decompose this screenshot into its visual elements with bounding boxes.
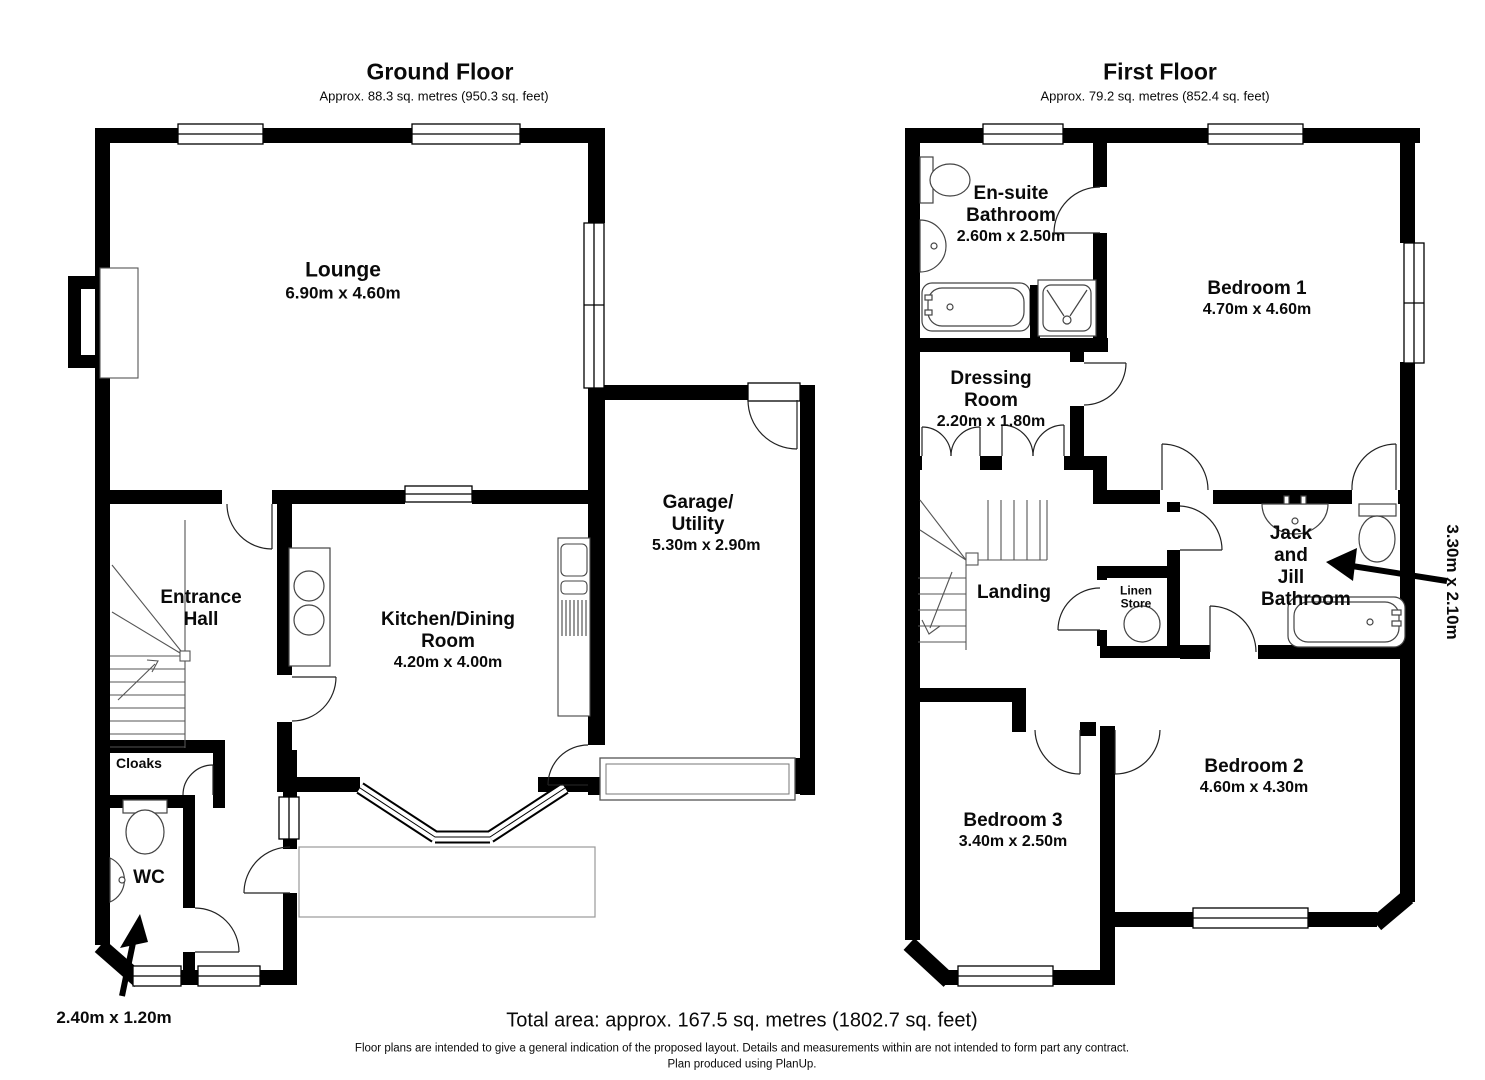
room-label-linen-store: Linen Store: [1120, 583, 1152, 610]
room-label-landing: Landing: [977, 581, 1051, 603]
room-label-bedroom2: Bedroom 2 4.60m x 4.30m: [1199, 756, 1309, 797]
first-floor-plan: [903, 123, 1448, 987]
fireplace: [99, 267, 139, 379]
bath-icon-jackjill: [1287, 596, 1406, 648]
first-floor-windows: [957, 123, 1425, 987]
bay-window: [356, 782, 569, 844]
credit-text: Plan produced using PlanUp.: [667, 1058, 817, 1071]
hob-icon: [288, 547, 331, 667]
porch-outline: [298, 846, 596, 918]
room-label-cloaks: Cloaks: [116, 754, 162, 771]
room-label-entrance-hall: Entrance Hall: [160, 586, 242, 630]
first-floor-title: First Floor: [1103, 58, 1217, 85]
wall-stub: [1030, 285, 1040, 338]
toilet-icon-jackjill: [1358, 503, 1397, 563]
stairs-first: [918, 499, 1048, 650]
ground-floor-walls: [68, 128, 815, 988]
wc-dimensions-callout: 2.40m x 1.20m: [56, 1008, 172, 1028]
ground-floor-subtitle: Approx. 88.3 sq. metres (950.3 sq. feet): [319, 88, 549, 104]
disclaimer-text: Floor plans are intended to give a gener…: [354, 1042, 1130, 1055]
basin-icon-jackjill: [1261, 495, 1329, 535]
room-label-jack-jill: Jack and Jill Bathroom: [1261, 522, 1351, 611]
room-label-kitchen-dining: Kitchen/Dining Room 4.20m x 4.00m: [380, 609, 516, 672]
first-floor-subtitle: Approx. 79.2 sq. metres (852.4 sq. feet): [1040, 88, 1270, 104]
room-label-lounge: Lounge 6.90m x 4.60m: [285, 258, 401, 303]
tank-icon-linen: [1123, 605, 1161, 643]
total-area-text: Total area: approx. 167.5 sq. metres (18…: [506, 1009, 978, 1032]
ground-floor-windows: [132, 123, 801, 987]
ground-floor-plan: [68, 123, 815, 997]
room-label-bedroom3: Bedroom 3 3.40m x 2.50m: [958, 810, 1068, 851]
room-label-garage-utility: Garage/ Utility 5.30m x 2.90m: [652, 492, 761, 555]
first-floor-doors: [921, 186, 1397, 775]
wc-dimension-arrow: [119, 914, 148, 997]
room-label-ensuite: En-suite Bathroom 2.60m x 2.50m: [956, 183, 1066, 246]
stairs-ground: [110, 520, 191, 748]
shower-icon: [1037, 279, 1097, 337]
room-label-bedroom1: Bedroom 1 4.70m x 4.60m: [1202, 278, 1312, 319]
jackjill-dimension-arrow: [1326, 548, 1448, 584]
ground-floor-doors: [182, 399, 798, 953]
basin-icon-wc: [109, 857, 126, 903]
bath-icon-ensuite: [921, 282, 1031, 332]
room-label-wc: WC: [133, 866, 165, 888]
room-label-dressing: Dressing Room 2.20m x 1.80m: [936, 368, 1046, 431]
ground-floor-title: Ground Floor: [366, 58, 514, 85]
basin-icon-ensuite: [919, 219, 947, 273]
toilet-icon-wc: [122, 799, 168, 855]
jackjill-dimensions-callout: 3.30m x 2.10m: [1442, 524, 1462, 640]
garage-door: [599, 757, 796, 801]
toilet-icon-ensuite: [919, 156, 971, 204]
sink-icon: [557, 537, 591, 717]
